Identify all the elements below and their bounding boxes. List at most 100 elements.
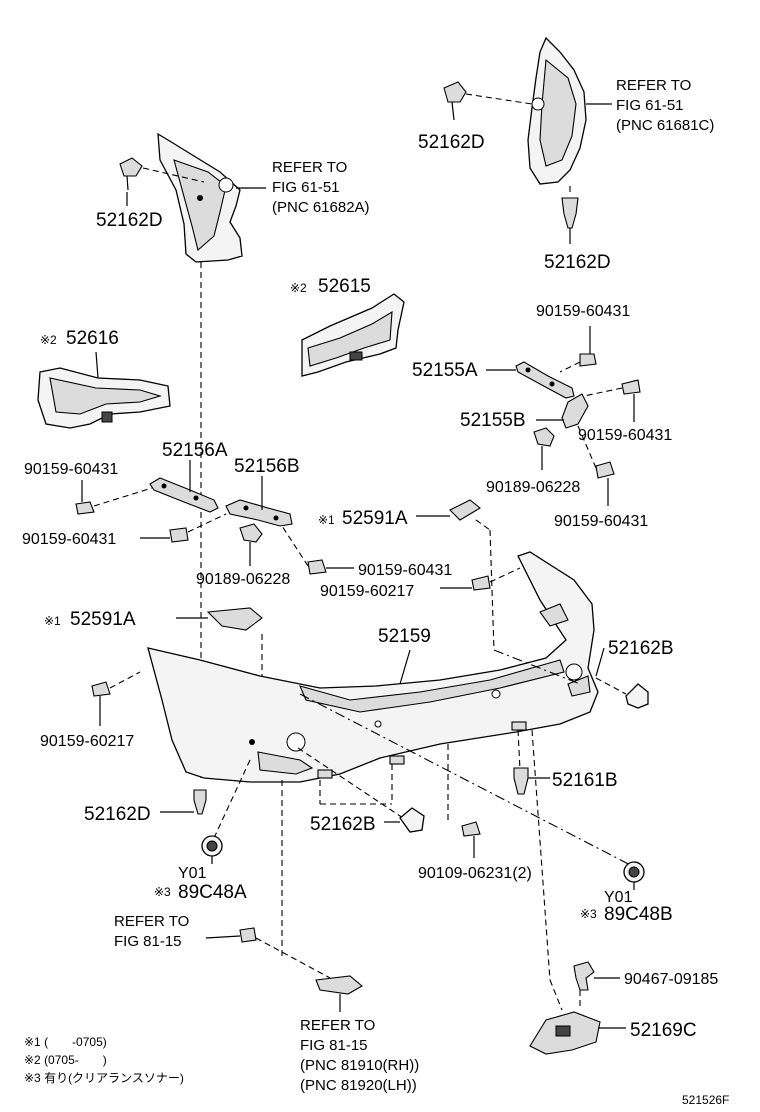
leader-52616 (95, 351, 99, 379)
label-90159-60431-left-upper: 90159-60431 (24, 461, 118, 478)
leader-refer-fig81-left (205, 935, 241, 939)
bracket-52169C[interactable] (529, 1011, 601, 1055)
svg-text:REFER TO: REFER TO (272, 159, 347, 176)
svg-text:(PNC 81910(RH)): (PNC 81910(RH)) (300, 1057, 419, 1074)
svg-text:(PNC 81920(LH)): (PNC 81920(LH)) (300, 1077, 417, 1094)
rear-bumper-cover-52159[interactable] (147, 551, 599, 783)
svg-text:※1 ( -0705): ※1 ( -0705) (24, 1035, 107, 1049)
label-90159-60217-right: 90159-60217 (320, 583, 414, 600)
label-90159-60431-center: 90159-60431 (358, 562, 452, 579)
pad-52591A-lower[interactable] (206, 607, 263, 631)
label-52616: 52616 (66, 328, 119, 349)
label-90109-06231: 90109-06231(2) (418, 865, 532, 882)
refer-note-fig81-right: REFER TO FIG 81-15 (PNC 81910(RH)) (PNC … (300, 1017, 419, 1094)
bolt-90159-60217-right[interactable] (471, 567, 521, 591)
rear-lamp-bracket-left[interactable] (157, 132, 243, 263)
dash-bumper-to-52161B (517, 729, 521, 771)
label-52162B-right: 52162B (608, 638, 674, 659)
label-52615: 52615 (318, 276, 371, 297)
bracket-52156B[interactable] (225, 499, 293, 527)
bumper-retainer-52616[interactable] (37, 367, 171, 429)
screw-refer-fig81[interactable] (239, 927, 257, 943)
label-90159-60431-top-right: 90159-60431 (536, 303, 630, 320)
dash-52591A-upper-b (489, 529, 495, 651)
svg-text:FIG 81-15: FIG 81-15 (114, 933, 182, 950)
label-Y01-89C48B: Y01 (604, 889, 633, 906)
bracket-52155B[interactable] (561, 393, 589, 429)
label-90189-06228-right: 90189-06228 (486, 479, 580, 496)
bolt-90159-60431-lower-right[interactable] (577, 425, 615, 506)
label-52162D-lower-left: 52162D (84, 804, 151, 825)
label-52162D-upper-left: 52162D (96, 210, 163, 231)
leader-52162B-right (595, 647, 605, 677)
label-52169C: 52169C (630, 1020, 697, 1041)
svg-text:FIG 61-51: FIG 61-51 (616, 97, 684, 114)
svg-text:※2 (0705- ): ※2 (0705- ) (24, 1053, 107, 1067)
label-Y01-89C48A: Y01 (178, 865, 207, 882)
label-52155B: 52155B (460, 410, 526, 431)
mark-2-52615: ※2 (290, 281, 307, 295)
mark-3-89C48B: ※3 (580, 907, 597, 921)
dash-bumper-to-52169C-a (531, 729, 551, 981)
label-52159: 52159 (378, 626, 431, 647)
label-52155A: 52155A (412, 360, 478, 381)
label-52162B-lower: 52162B (310, 814, 376, 835)
bolt-90159-60431-left-lower[interactable] (169, 513, 227, 543)
mark-1-52591A-lower: ※1 (44, 614, 61, 628)
clip-52162D-lower-right[interactable] (561, 186, 579, 244)
pad-52591A-upper[interactable] (449, 499, 481, 521)
clip-90467-09185[interactable] (573, 961, 595, 991)
bracket-52155A[interactable] (515, 361, 575, 399)
mark-2-52616: ※2 (40, 333, 57, 347)
clip-52162D-lower-left[interactable] (193, 789, 207, 815)
dash-bumper-to-89C48A (213, 759, 251, 839)
rear-reflector[interactable] (315, 975, 363, 995)
dash-bumper-diagonal-a (299, 693, 641, 871)
clip-90189-06228-right[interactable] (533, 427, 555, 470)
label-52591A-lower: 52591A (70, 609, 136, 630)
label-90467-09185: 90467-09185 (624, 971, 718, 988)
svg-text:REFER TO: REFER TO (300, 1017, 375, 1034)
label-52161B: 52161B (552, 770, 618, 791)
svg-text:(PNC 61681C): (PNC 61681C) (616, 117, 714, 134)
svg-text:※3 有り(クリアランスソナー): ※3 有り(クリアランスソナー) (24, 1071, 184, 1085)
dash-52591A-upper-a (475, 519, 491, 531)
mark-1-52591A-upper: ※1 (318, 513, 335, 527)
drawing-number: 521526F (682, 1093, 729, 1107)
dash-bumper-to-52169C-b (549, 979, 563, 1011)
mark-3-89C48A: ※3 (154, 885, 171, 899)
svg-text:REFER TO: REFER TO (114, 913, 189, 930)
svg-text:(PNC 61682A): (PNC 61682A) (272, 199, 370, 216)
refer-note-upper-right: REFER TO FIG 61-51 (PNC 61681C) (616, 77, 714, 134)
clip-52161B[interactable] (513, 767, 529, 795)
clip-52162D-upper-right[interactable] (443, 81, 533, 121)
bumper-retainer-52615[interactable] (301, 293, 405, 377)
clip-52162D-upper-left[interactable] (119, 157, 205, 191)
rear-lamp-bracket-right[interactable] (527, 36, 587, 185)
bolt-90109-06231[interactable] (461, 821, 481, 858)
label-52591A-upper: 52591A (342, 508, 408, 529)
sensor-89C48B[interactable] (623, 861, 645, 890)
dash-bumper-to-52162B (297, 747, 407, 821)
leader-52159 (399, 649, 411, 685)
bolt-90159-60431-center[interactable] (281, 525, 327, 575)
refer-note-upper-left: REFER TO FIG 61-51 (PNC 61682A) (272, 159, 370, 216)
label-89C48B: 89C48B (604, 904, 673, 925)
label-90159-60431-lower-right: 90159-60431 (554, 513, 648, 530)
label-89C48A: 89C48A (178, 882, 247, 903)
svg-text:FIG 81-15: FIG 81-15 (300, 1037, 368, 1054)
bracket-52156A[interactable] (149, 477, 219, 513)
bolt-90159-60431-left-upper[interactable] (75, 480, 153, 515)
cap-52162B-right[interactable] (595, 677, 649, 709)
refer-note-fig81-left: REFER TO FIG 81-15 (114, 913, 189, 950)
bolt-90159-60217-left[interactable] (91, 671, 141, 726)
svg-text:REFER TO: REFER TO (616, 77, 691, 94)
bolt-90159-60431-mid-right[interactable] (583, 379, 641, 422)
label-52156A: 52156A (162, 440, 228, 461)
cap-52162B-lower[interactable] (399, 807, 425, 833)
bolt-90159-60431-upper[interactable] (559, 326, 597, 373)
clip-90189-06228-left[interactable] (239, 523, 263, 566)
sensor-89C48A[interactable] (201, 835, 223, 864)
label-90189-06228-left: 90189-06228 (196, 571, 290, 588)
